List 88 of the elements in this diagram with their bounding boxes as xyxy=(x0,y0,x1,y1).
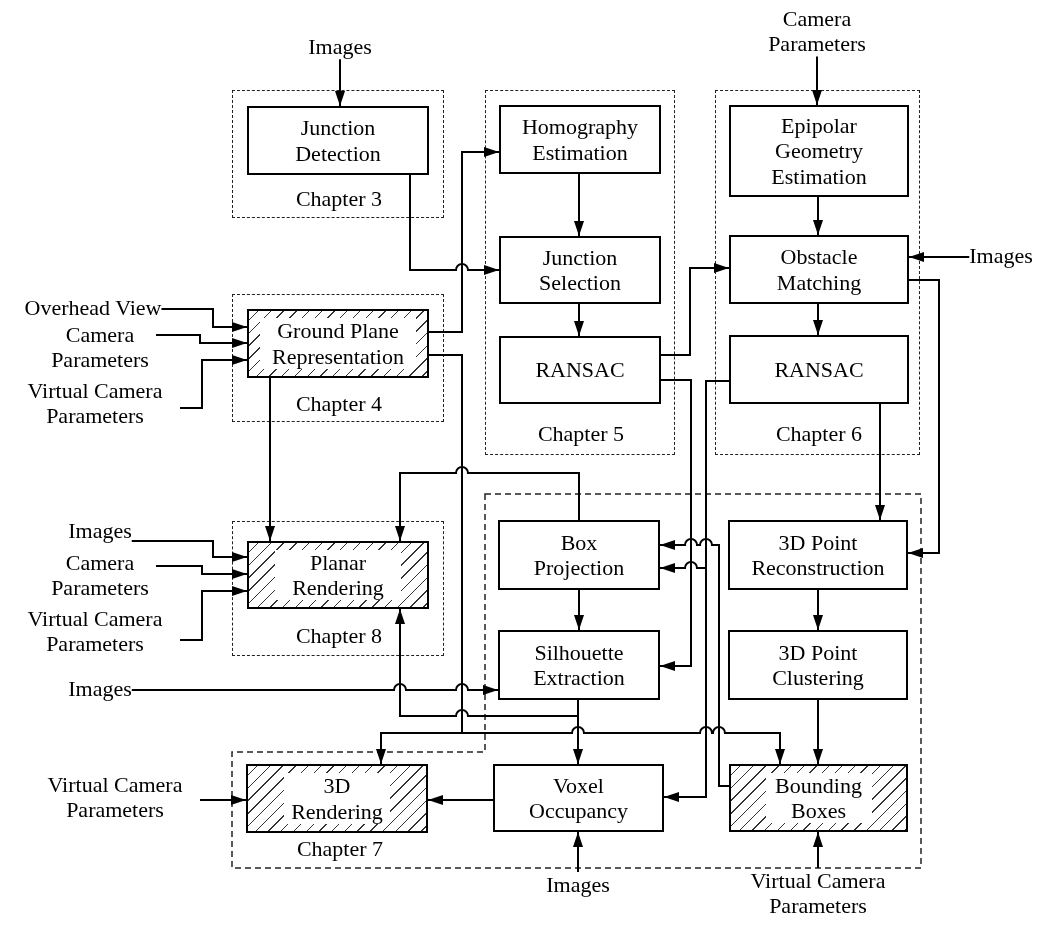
arrow xyxy=(155,565,248,579)
arrow xyxy=(409,174,500,275)
arrow xyxy=(813,589,823,631)
arrow xyxy=(812,55,822,106)
arrow xyxy=(574,589,584,631)
arrow xyxy=(395,608,579,717)
process-box xyxy=(499,336,661,404)
arrow xyxy=(574,173,584,237)
process-box xyxy=(498,520,660,590)
box-label: Homography Estimation xyxy=(520,114,640,165)
chapter-label: Chapter 7 xyxy=(296,836,384,863)
input-label: Camera Parameters xyxy=(44,322,156,373)
process-box xyxy=(728,630,908,700)
dashed-group-box xyxy=(232,90,444,218)
input-label: Camera Parameters xyxy=(752,6,882,57)
process-box xyxy=(246,764,428,833)
process-box xyxy=(729,764,908,832)
process-box xyxy=(728,520,908,590)
input-label: Overhead View xyxy=(24,295,162,321)
arrow xyxy=(160,308,248,332)
dashed-group-box xyxy=(715,90,920,455)
process-box xyxy=(498,630,660,700)
box-label: Box Projection xyxy=(532,529,626,581)
process-box xyxy=(729,105,909,197)
input-label: Images xyxy=(68,676,132,702)
arrow xyxy=(155,334,248,348)
arrow xyxy=(813,196,823,236)
process-box xyxy=(247,106,429,175)
arrow xyxy=(335,58,345,107)
arrow xyxy=(574,303,584,337)
arrow xyxy=(813,831,823,869)
box-label: Junction Detection xyxy=(294,115,382,166)
box-label: Voxel Occupancy xyxy=(528,772,629,824)
input-label: Images xyxy=(68,518,132,544)
box-label: Silhouette Extraction xyxy=(532,639,626,691)
box-label: Bounding Boxes xyxy=(765,772,872,824)
box-label: RANSAC xyxy=(534,357,626,383)
box-label: RANSAC xyxy=(773,356,865,383)
arrow xyxy=(130,540,248,562)
input-label: Images xyxy=(546,872,610,898)
input-label: Images xyxy=(308,34,372,60)
arrow xyxy=(813,699,823,765)
arrow xyxy=(875,403,885,521)
arrow xyxy=(660,263,730,356)
arrow xyxy=(427,795,494,805)
arrow xyxy=(813,303,823,336)
process-box xyxy=(493,764,664,832)
input-label: Camera Parameters xyxy=(44,550,156,601)
box-label: Epipolar Geometry Estimation xyxy=(770,113,868,189)
input-label: Images xyxy=(969,243,1033,269)
process-box xyxy=(247,541,429,609)
input-label: Virtual Camera Parameters xyxy=(733,868,903,919)
process-box xyxy=(729,335,909,404)
arrow xyxy=(130,683,499,695)
arrow xyxy=(659,379,692,671)
arrow xyxy=(395,466,580,542)
arrow xyxy=(659,538,730,787)
box-label: Junction Selection xyxy=(538,244,622,296)
chapter-label: Chapter 8 xyxy=(295,623,383,650)
box-label: Obstacle Matching xyxy=(775,244,863,295)
process-box xyxy=(499,236,661,304)
arrow xyxy=(179,355,248,409)
chapter-label: Chapter 3 xyxy=(295,186,383,213)
dashed-group-box xyxy=(232,294,444,422)
box-label: 3D Point Clustering xyxy=(771,639,865,691)
box-label: 3D Point Reconstruction xyxy=(750,529,886,581)
chapter-label: Chapter 4 xyxy=(295,391,383,418)
arrow xyxy=(907,279,940,558)
arrow xyxy=(199,795,247,805)
arrow xyxy=(908,252,971,262)
arrow xyxy=(573,831,583,873)
arrow xyxy=(428,147,500,333)
chapter-label: Chapter 5 xyxy=(537,421,625,448)
arrow xyxy=(265,377,275,542)
box-label: Planar Rendering xyxy=(275,549,401,601)
arrow xyxy=(573,699,583,765)
box-label: Ground Plane Representation xyxy=(260,318,416,369)
dashed-group-box xyxy=(232,521,444,656)
input-label: Virtual Camera Parameters xyxy=(10,378,180,429)
process-box xyxy=(499,105,661,174)
process-box xyxy=(729,235,909,304)
box-label: 3D Rendering xyxy=(284,773,390,824)
chapter-label: Chapter 6 xyxy=(775,421,863,448)
input-label: Virtual Camera Parameters xyxy=(30,772,200,823)
input-label: Virtual Camera Parameters xyxy=(10,606,180,657)
dashed-group-box xyxy=(485,90,675,455)
process-box xyxy=(247,309,429,378)
arrow xyxy=(179,586,248,641)
